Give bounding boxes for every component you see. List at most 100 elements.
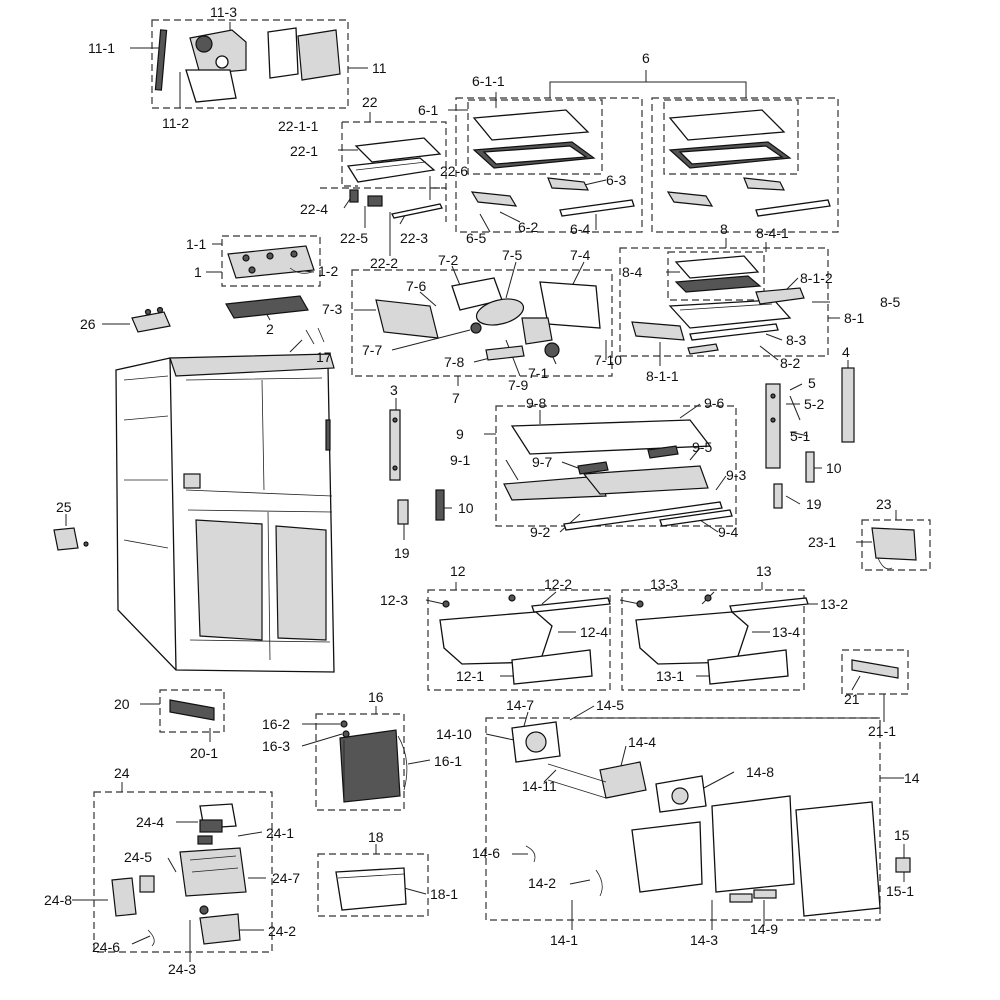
part-4-rail — [841, 367, 855, 443]
part-8-drawer-shelf — [631, 255, 805, 355]
label-6-1-1: 6-1-1 — [472, 73, 505, 89]
part-5-hinge — [765, 383, 781, 469]
label-12: 12 — [450, 563, 466, 579]
part-10-cover-right — [805, 451, 815, 483]
label-8-1: 8-1 — [844, 310, 864, 326]
label-22-4: 22-4 — [300, 201, 328, 217]
label-8-2: 8-2 — [780, 355, 800, 371]
part-22-shelf-assembly — [346, 137, 443, 219]
label-25: 25 — [56, 499, 72, 515]
part-10-cover-left — [435, 489, 445, 521]
label-8: 8 — [720, 221, 728, 237]
label-8-1-2: 8-1-2 — [800, 270, 833, 286]
label-26: 26 — [80, 316, 96, 332]
part-3-rail — [389, 409, 401, 481]
part-23-motor — [871, 527, 917, 570]
part-24-compressor-assembly — [111, 803, 247, 947]
label-13-2: 13-2 — [820, 596, 848, 612]
label-4: 4 — [842, 344, 850, 360]
label-9-7: 9-7 — [532, 454, 552, 470]
part-15-sensor — [895, 857, 911, 873]
part-13-drawer — [635, 594, 809, 685]
part-1-top-cover — [227, 245, 315, 279]
label-5-1: 5-1 — [790, 428, 810, 444]
label-6-4: 6-4 — [570, 221, 590, 237]
label-7-4: 7-4 — [570, 247, 590, 263]
label-7-2: 7-2 — [438, 252, 458, 268]
label-11-1: 11-1 — [88, 40, 115, 56]
label-14-10: 14-10 — [436, 726, 472, 742]
label-14: 14 — [904, 770, 920, 786]
label-1-2: 1-2 — [318, 263, 338, 279]
label-15-1: 15-1 — [886, 883, 914, 899]
label-24-4: 24-4 — [136, 814, 164, 830]
label-14-11: 14-11 — [522, 778, 557, 794]
part-2-grille — [225, 295, 309, 319]
label-9-2: 9-2 — [530, 524, 550, 540]
label-6-2: 6-2 — [518, 219, 538, 235]
label-8-3: 8-3 — [786, 332, 806, 348]
label-24-3: 24-3 — [168, 961, 196, 977]
label-7-10: 7-10 — [594, 352, 622, 368]
label-7-7: 7-7 — [362, 342, 382, 358]
label-22-3: 22-3 — [400, 230, 428, 246]
part-12-drawer — [439, 594, 611, 685]
leader-lines — [65, 22, 905, 962]
label-22-1-1: 22-1-1 — [278, 118, 319, 134]
label-14-5: 14-5 — [596, 697, 624, 713]
part-6-shelf-glass-right — [666, 109, 831, 217]
label-7-3: 7-3 — [322, 301, 342, 317]
label-7-6: 7-6 — [406, 278, 426, 294]
label-8-1-1: 8-1-1 — [646, 368, 679, 384]
label-16-1: 16-1 — [434, 753, 462, 769]
label-2: 2 — [266, 321, 274, 337]
label-9-5: 9-5 — [692, 439, 712, 455]
label-12-4: 12-4 — [580, 624, 608, 640]
label-23: 23 — [876, 496, 892, 512]
label-12-1: 12-1 — [456, 668, 484, 684]
label-17: 17 — [316, 349, 332, 365]
label-22: 22 — [362, 94, 378, 110]
label-12-2: 12-2 — [544, 576, 572, 592]
label-5-2: 5-2 — [804, 396, 824, 412]
part-14-fan-assembly — [511, 721, 881, 917]
label-14-1: 14-1 — [550, 932, 578, 948]
label-8-4: 8-4 — [622, 264, 642, 280]
label-15: 15 — [894, 827, 910, 843]
label-7-5: 7-5 — [502, 247, 522, 263]
part-6-shelf-glass-left — [470, 109, 635, 217]
label-16-2: 16-2 — [262, 716, 290, 732]
label-13: 13 — [756, 563, 772, 579]
part-19-clip-left — [397, 499, 409, 525]
label-24-6: 24-6 — [92, 939, 120, 955]
label-6: 6 — [642, 50, 650, 66]
label-21: 21 — [844, 691, 860, 707]
label-22-2: 22-2 — [370, 255, 398, 271]
label-7: 7 — [452, 390, 460, 406]
label-24-2: 24-2 — [268, 923, 296, 939]
callout-labels: 11-1 11-3 11 11-2 22 22-1-1 22-1 22-6 22… — [44, 4, 920, 977]
label-13-4: 13-4 — [772, 624, 800, 640]
label-9-1: 9-1 — [450, 452, 470, 468]
label-23-1: 23-1 — [808, 534, 836, 550]
label-14-6: 14-6 — [472, 845, 500, 861]
label-21-1: 21-1 — [868, 723, 896, 739]
label-24: 24 — [114, 765, 130, 781]
part-7-dispenser-assembly — [375, 277, 601, 361]
label-16-3: 16-3 — [262, 738, 290, 754]
label-6-5: 6-5 — [466, 230, 486, 246]
label-6-3: 6-3 — [606, 172, 626, 188]
part-11-icemaker-parts — [154, 27, 341, 103]
label-11-3: 11-3 — [210, 4, 237, 20]
part-26-bracket — [131, 306, 171, 333]
part-17-screws — [305, 327, 325, 345]
label-10-left: 10 — [458, 500, 474, 516]
label-13-3: 13-3 — [650, 576, 678, 592]
label-14-4: 14-4 — [628, 734, 656, 750]
label-22-6: 22-6 — [440, 163, 468, 179]
label-1-1: 1-1 — [186, 236, 206, 252]
part-21-bracket — [851, 659, 899, 679]
label-13-1: 13-1 — [656, 668, 684, 684]
label-22-1: 22-1 — [290, 143, 318, 159]
